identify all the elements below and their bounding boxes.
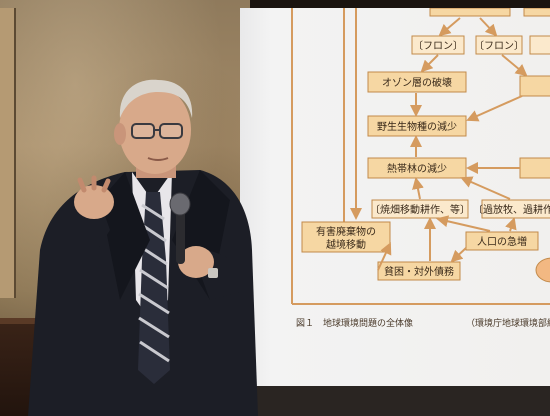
label-population: 人口の急増 [477,235,527,248]
top-box-partial-1 [429,8,511,17]
tie-stripes [138,203,170,363]
label-freon-left: 〔フロン〕 [413,40,463,52]
label-poverty: 貧困・対外債務 [384,265,454,278]
label-ozone: オゾン層の破壊 [382,76,452,89]
box-ozone [367,71,467,93]
box-freon-right [475,35,523,55]
caption-source: （環境庁地球環境部編 [466,317,550,329]
label-slash-burn: 〔焼畑移動耕作、等〕 [370,203,470,216]
label-hazardous-waste-1: 有害廃棄物の [316,225,376,238]
fingers [77,175,111,193]
mic-hand [178,246,214,278]
label-hazardous-waste-2: 越境移動 [326,238,366,251]
screen-bottom-shadow [240,386,550,416]
label-tropical-forest: 熱帯林の減少 [387,162,447,175]
microphone-head [169,192,191,216]
box-top-right-partial [529,35,550,55]
slide-diagram: 〔フロン〕 〔フロン〕 オゾン層の破壊 野生生物種の減少 熱帯林の減少 〔焼畑移… [291,8,550,329]
box-population [465,231,539,251]
wristwatch [208,268,218,278]
arrow-top-to-freon-left [438,17,461,37]
wall-panel-edge [0,8,16,298]
label-overgrazing: 〔過放牧、過耕作〕 [473,203,550,216]
arrow-pop-to-overgraze [505,217,517,232]
box-poverty [377,261,461,281]
hair [119,79,193,118]
label-wildlife: 野生生物種の減少 [377,120,457,133]
box-freon-left [411,35,465,55]
glasses [131,123,183,139]
right-oval-partial [535,257,550,283]
arrow-freon-to-ozone [420,54,439,73]
microphone-handle [176,210,185,264]
arrow-freon-to-right [501,54,528,77]
box-slash-burn [371,199,469,219]
caption-figure: 図１ 地球環境問題の全体像 [296,317,413,329]
arrow-right-to-wildlife [466,95,523,122]
arrow-poverty-to-waste [377,242,392,271]
box-overgrazing [481,199,550,219]
top-box-partial-2 [523,8,550,17]
arrow-pop-to-poverty [450,247,467,263]
ear [114,123,126,145]
box-right-partial-1 [519,75,550,97]
mouth [147,157,169,161]
gesturing-hand [74,185,114,219]
arrow-slash-to-forest [412,177,424,200]
arrow-overgraze-to-forest [460,176,511,200]
box-hazardous-waste [301,221,391,253]
arrow-top-to-freon-right [479,17,498,37]
arrow-pop-to-slash [436,215,491,232]
label-freon-right: 〔フロン〕 [474,40,524,52]
